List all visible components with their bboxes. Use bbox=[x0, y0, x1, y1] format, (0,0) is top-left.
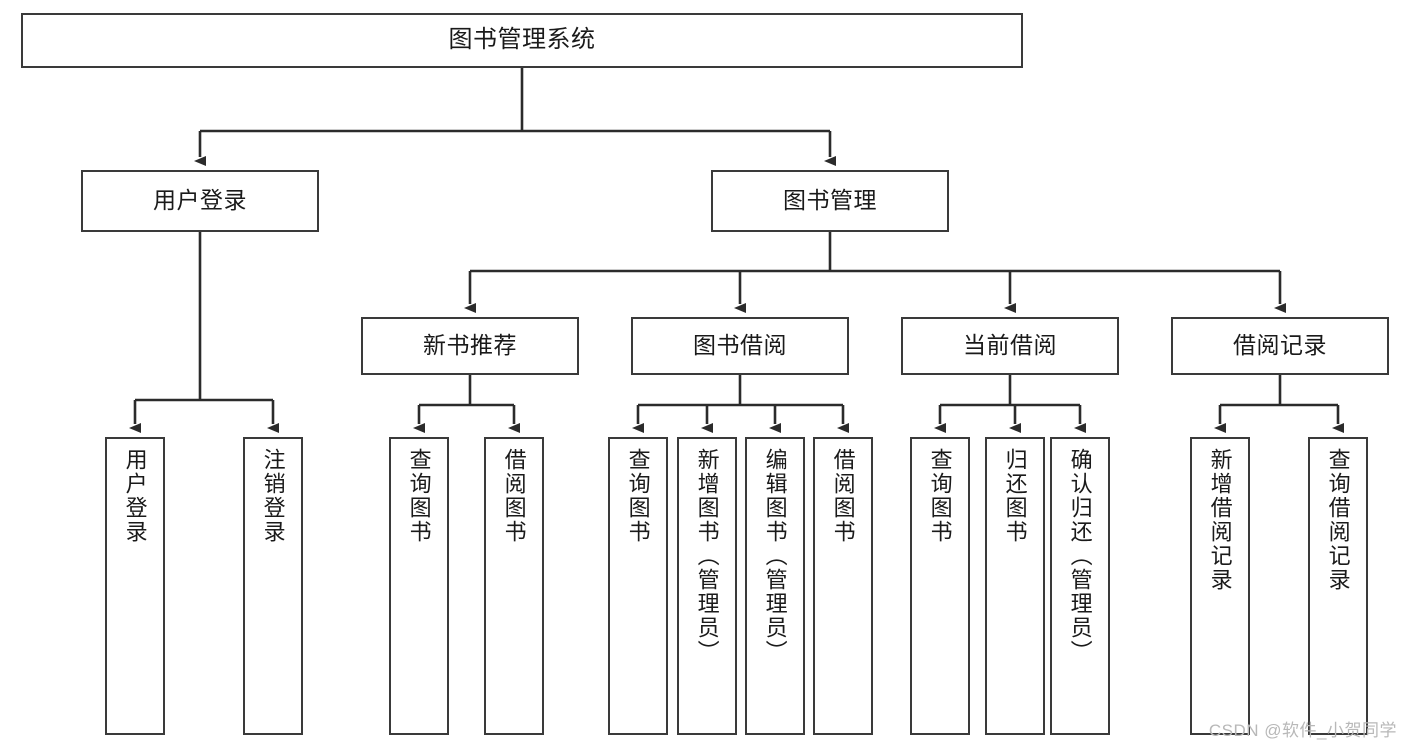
node-label: 用户登录 bbox=[153, 187, 247, 214]
leaf-query-book-recommend[interactable]: 查询图书 bbox=[389, 437, 449, 735]
leaf-borrow-book-recommend[interactable]: 借阅图书 bbox=[484, 437, 544, 735]
node-book-management[interactable]: 图书管理 bbox=[711, 170, 949, 232]
leaf-user-login[interactable]: 用户登录 bbox=[105, 437, 165, 735]
node-label: 借阅图书 bbox=[501, 448, 527, 544]
leaf-add-book[interactable]: 新增图书（管理员） bbox=[677, 437, 737, 735]
node-label: 查询借阅记录 bbox=[1325, 448, 1351, 592]
node-label: 查询图书 bbox=[927, 448, 953, 544]
leaf-query-book-current[interactable]: 查询图书 bbox=[910, 437, 970, 735]
leaf-edit-book[interactable]: 编辑图书（管理员） bbox=[745, 437, 805, 735]
node-label: 新书推荐 bbox=[423, 332, 517, 359]
node-book-borrow[interactable]: 图书借阅 bbox=[631, 317, 849, 375]
leaf-query-book-borrow[interactable]: 查询图书 bbox=[608, 437, 668, 735]
node-label: 图书管理系统 bbox=[448, 26, 596, 54]
leaf-query-borrow-record[interactable]: 查询借阅记录 bbox=[1308, 437, 1368, 735]
leaf-borrow-book[interactable]: 借阅图书 bbox=[813, 437, 873, 735]
node-label: 归还图书 bbox=[1002, 448, 1028, 544]
node-label: 注销登录 bbox=[260, 448, 286, 544]
node-label: 当前借阅 bbox=[963, 332, 1057, 359]
node-label: 查询图书 bbox=[625, 448, 651, 544]
node-user-login[interactable]: 用户登录 bbox=[81, 170, 319, 232]
node-label: 图书管理 bbox=[783, 187, 877, 214]
node-label: 借阅记录 bbox=[1233, 332, 1327, 359]
node-root[interactable]: 图书管理系统 bbox=[21, 13, 1023, 68]
node-borrow-record[interactable]: 借阅记录 bbox=[1171, 317, 1389, 375]
leaf-return-book[interactable]: 归还图书 bbox=[985, 437, 1045, 735]
leaf-logout[interactable]: 注销登录 bbox=[243, 437, 303, 735]
node-label: 编辑图书（管理员） bbox=[762, 448, 788, 664]
node-label: 确认归还（管理员） bbox=[1067, 448, 1093, 664]
node-label: 新增图书（管理员） bbox=[694, 448, 720, 664]
watermark: CSDN @软件_小贺同学 bbox=[1208, 721, 1397, 740]
node-label: 查询图书 bbox=[406, 448, 432, 544]
node-label: 新增借阅记录 bbox=[1207, 448, 1233, 592]
leaf-confirm-return[interactable]: 确认归还（管理员） bbox=[1050, 437, 1110, 735]
node-current-borrow[interactable]: 当前借阅 bbox=[901, 317, 1119, 375]
node-label: 图书借阅 bbox=[693, 332, 787, 359]
node-new-book-recommend[interactable]: 新书推荐 bbox=[361, 317, 579, 375]
node-label: 借阅图书 bbox=[830, 448, 856, 544]
leaf-add-borrow-record[interactable]: 新增借阅记录 bbox=[1190, 437, 1250, 735]
node-label: 用户登录 bbox=[122, 448, 148, 544]
